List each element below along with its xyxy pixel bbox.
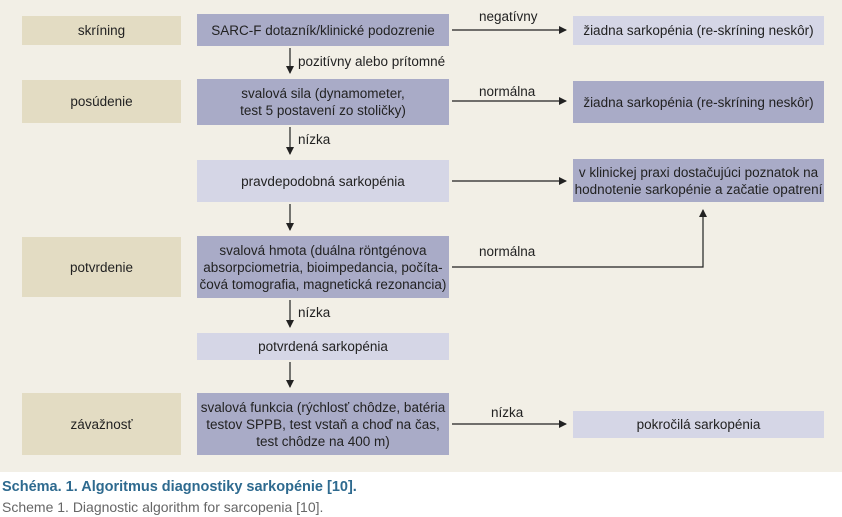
confirmed-sarcopenia-box: potvrdená sarkopénia	[197, 333, 449, 360]
arrow-normal-2	[452, 209, 707, 268]
label-low-2: nízka	[298, 305, 331, 320]
no-sarcopenia-box-2: žiadna sarkopénia (re-skríning neskôr)	[573, 81, 824, 123]
clinical-practice-box: v klinickej praxi dostačujúci poznatok n…	[573, 159, 824, 202]
stage-assessment: posúdenie	[22, 80, 181, 123]
caption-title: Schéma. 1. Algoritmus diagnostiky sarkop…	[2, 479, 357, 495]
muscle-function-box: svalová funkcia (rýchlosť chôdze, batéri…	[197, 393, 449, 455]
label-positive: pozitívny alebo prítomné	[298, 54, 446, 69]
flow-arrows	[286, 26, 707, 428]
sarcf-box: SARC-F dotazník/klinické podozrenie	[197, 14, 449, 46]
probable-sarcopenia-box: pravdepodobná sarkopénia	[197, 160, 449, 202]
advanced-sarcopenia-box: pokročilá sarkopénia	[573, 411, 824, 438]
muscle-mass-box: svalová hmota (duálna röntgénova absorpc…	[197, 236, 449, 298]
muscle-strength-box: svalová sila (dynamometer, test 5 postav…	[197, 79, 449, 125]
label-normal-1: normálna	[479, 84, 536, 99]
label-negative: negatívny	[479, 9, 538, 24]
no-sarcopenia-box-1: žiadna sarkopénia (re-skríning neskôr)	[573, 16, 824, 45]
stage-severity: závažnosť	[22, 393, 181, 455]
stage-screening: skríning	[22, 16, 181, 45]
label-normal-2: normálna	[479, 244, 536, 259]
label-low-1: nízka	[298, 132, 331, 147]
caption-subtitle: Scheme 1. Diagnostic algorithm for sarco…	[2, 499, 324, 515]
label-low-3: nízka	[491, 405, 524, 420]
stage-confirmation: potvrdenie	[22, 237, 181, 297]
